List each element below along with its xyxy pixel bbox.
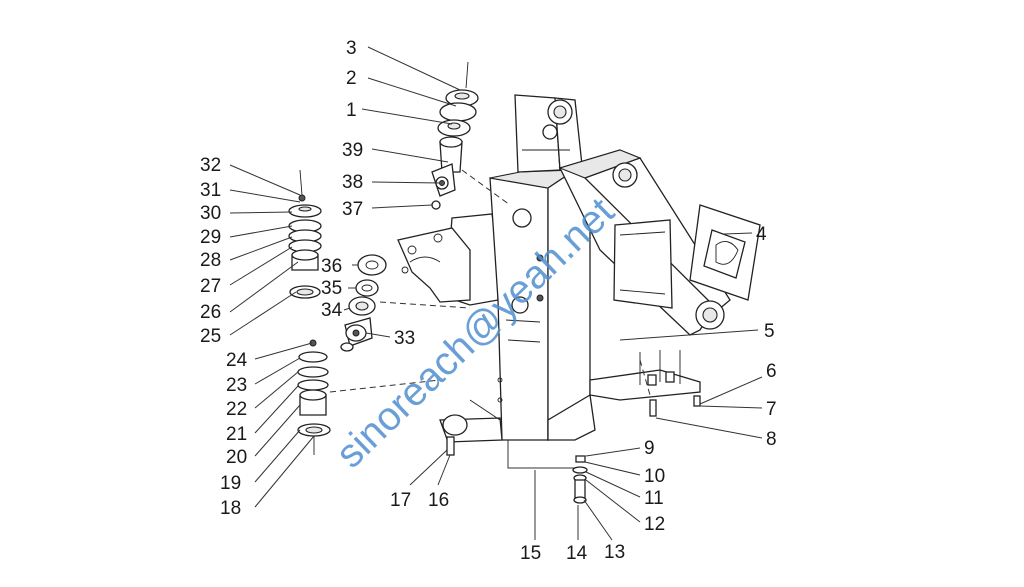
callout-5: 5	[764, 321, 775, 342]
callout-13: 13	[604, 542, 625, 563]
callout-15: 15	[520, 543, 541, 564]
callout-16: 16	[428, 490, 449, 511]
callout-34: 34	[321, 300, 343, 321]
callout-29: 29	[200, 227, 221, 248]
callout-25: 25	[200, 326, 221, 347]
callout-7: 7	[766, 399, 777, 420]
callout-17: 17	[390, 490, 411, 511]
callout-36: 36	[321, 256, 342, 277]
callout-39: 39	[342, 140, 363, 161]
left-lower-bearing-stack	[297, 339, 331, 455]
callout-32: 32	[200, 155, 221, 176]
lower-fasteners	[446, 436, 588, 504]
callout-24: 24	[226, 350, 248, 371]
callout-1: 1	[346, 100, 357, 121]
callout-20: 20	[226, 447, 247, 468]
callout-2: 2	[346, 68, 357, 89]
callout-30: 30	[200, 203, 221, 224]
callout-19: 19	[220, 473, 241, 494]
cover-plate	[689, 204, 761, 301]
callout-28: 28	[200, 250, 221, 271]
callout-6: 6	[766, 361, 777, 382]
leader-lines	[229, 46, 763, 541]
callout-3: 3	[346, 38, 357, 59]
callout-9: 9	[644, 438, 655, 459]
callout-4: 4	[756, 224, 767, 245]
callout-14: 14	[566, 543, 588, 564]
callout-27: 27	[200, 276, 221, 297]
main-frame	[329, 94, 731, 469]
callout-33: 33	[394, 328, 415, 349]
callout-23: 23	[226, 375, 247, 396]
callout-21: 21	[226, 424, 247, 445]
callout-35: 35	[321, 278, 342, 299]
callout-10: 10	[644, 466, 665, 487]
callout-26: 26	[200, 302, 221, 323]
callout-38: 38	[342, 172, 363, 193]
callout-8: 8	[766, 429, 777, 450]
pin-washer-group	[340, 254, 387, 352]
left-upper-bearing-stack	[288, 169, 322, 299]
callout-22: 22	[226, 399, 247, 420]
callout-37: 37	[342, 199, 363, 220]
upper-shaft-stack	[431, 61, 479, 210]
callout-31: 31	[200, 180, 221, 201]
callout-12: 12	[644, 514, 665, 535]
callout-labels: 3 2 1 39 38 37 32 31 30 29 28 27 26 25 3…	[200, 38, 777, 564]
callout-18: 18	[220, 498, 241, 519]
callout-11: 11	[644, 488, 664, 509]
